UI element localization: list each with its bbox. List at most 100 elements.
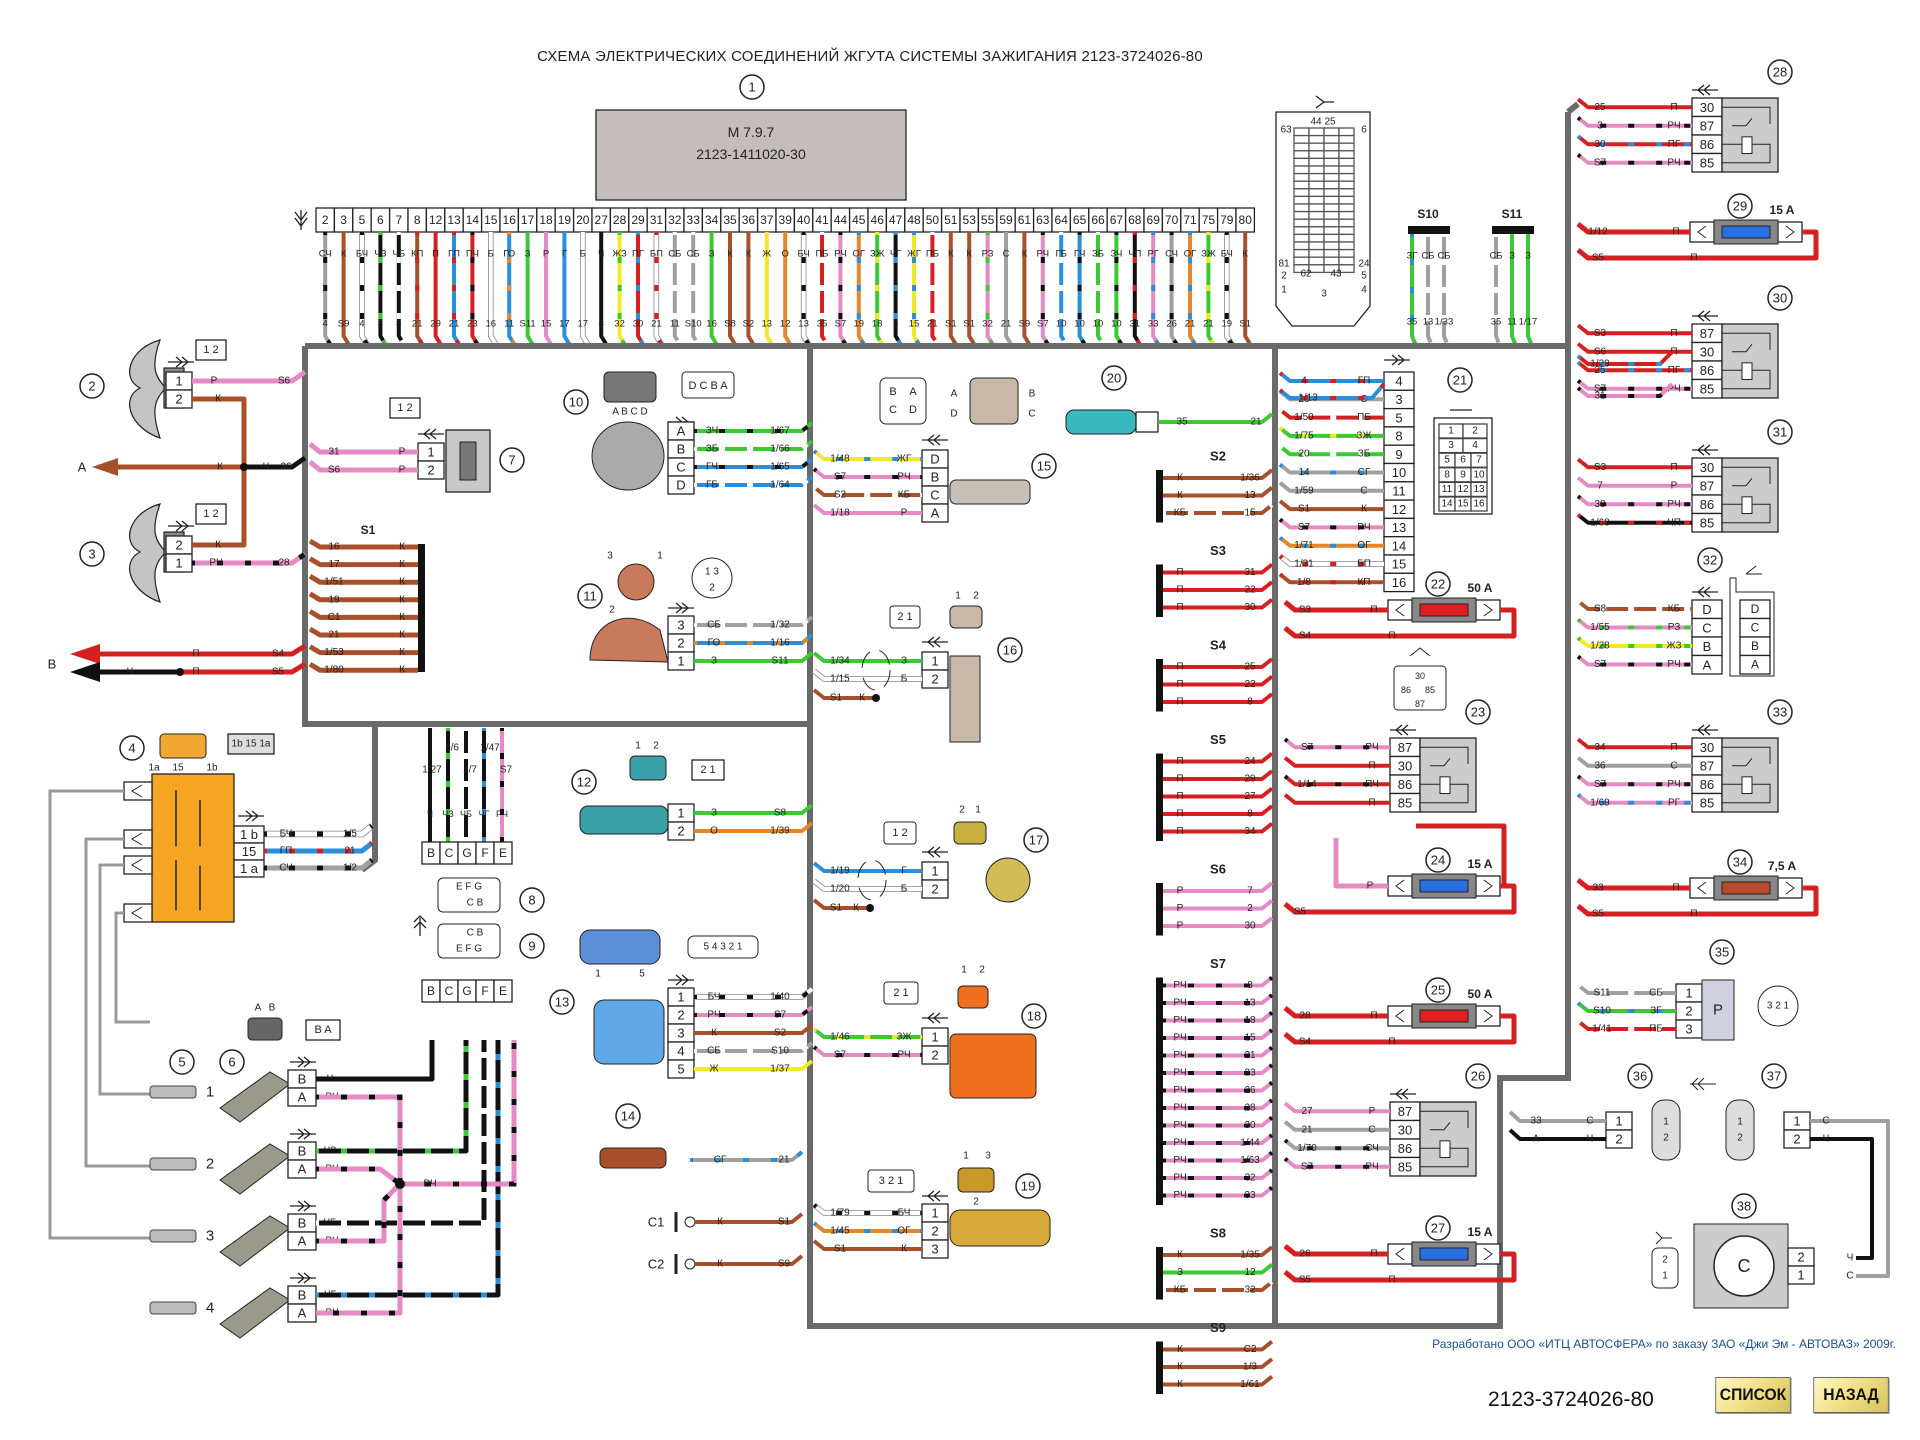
wire-stripe bbox=[1576, 134, 1692, 147]
shield-icon bbox=[857, 859, 887, 901]
ecu-pin-destination: 15 bbox=[541, 319, 552, 330]
ecu-socket-cell bbox=[1308, 248, 1325, 258]
wire-core bbox=[1283, 1138, 1390, 1151]
sensor-16-socket bbox=[889, 605, 921, 629]
wire-color: Р bbox=[1671, 480, 1678, 491]
ecu-pin-color-code: К bbox=[1022, 249, 1028, 260]
wire-stripe bbox=[1096, 232, 1106, 348]
wire-core bbox=[812, 1203, 922, 1215]
connector-36-plug-label: 2 bbox=[1663, 1133, 1669, 1144]
wire-color: РЧ bbox=[423, 1179, 436, 1190]
wire-core bbox=[1283, 737, 1390, 750]
splice-s1-wire-dest: 1/80 bbox=[324, 665, 344, 676]
wire-dest: S1 bbox=[778, 1217, 791, 1228]
wire-stripe bbox=[1169, 232, 1180, 348]
relay-33-callout: 33 bbox=[1773, 705, 1787, 720]
relay-23-socket-label: 87 bbox=[1415, 699, 1425, 709]
wire-color: ЗЖ bbox=[1356, 430, 1372, 441]
wire-color: ПЧ bbox=[1365, 779, 1379, 790]
connector-32-wire bbox=[1576, 617, 1692, 630]
wire-color: С bbox=[1586, 1116, 1593, 1127]
fuse-22-terminal bbox=[1475, 599, 1501, 621]
splice-s5-label: S5 bbox=[1210, 732, 1226, 747]
wire-color: П bbox=[1176, 809, 1183, 820]
ecu-socket-cell bbox=[1338, 127, 1355, 137]
sensor-18-pin-label: 2 bbox=[979, 965, 985, 976]
ecu-pin-number: 12 bbox=[429, 213, 443, 227]
ecu-socket-cell bbox=[1323, 248, 1340, 258]
wire-dest: 33 bbox=[1530, 1116, 1542, 1127]
connector-36-plug-label: 1 bbox=[1663, 1117, 1669, 1128]
wire-dest: 4 bbox=[1301, 376, 1307, 387]
wire-dest: S3 bbox=[1299, 605, 1312, 616]
sensor-20-callout-circle bbox=[1101, 365, 1127, 391]
block-21-socket-label: 15 bbox=[1457, 499, 1469, 510]
ecu-pin-color-code: Б bbox=[580, 249, 586, 260]
wire-color: ЧЗ bbox=[442, 809, 453, 819]
fan-2-pin-label: 2 bbox=[175, 392, 182, 407]
relay-23-socket-label: 86 bbox=[1401, 685, 1411, 695]
sensor-12-callout-circle bbox=[571, 769, 597, 795]
wire-core bbox=[746, 232, 757, 348]
sensor-15-plug-label: D bbox=[950, 409, 957, 420]
relay-28-callout-circle bbox=[1767, 59, 1793, 85]
wire-dest: S11 bbox=[771, 656, 788, 667]
sensor-10-pin-label: D bbox=[676, 478, 685, 493]
sensor-10-wire bbox=[694, 439, 814, 451]
wire-stripe bbox=[1224, 232, 1235, 348]
ecu-socket-cell bbox=[1308, 210, 1325, 220]
wire-core bbox=[1576, 1019, 1676, 1031]
wire-color: П bbox=[1176, 602, 1183, 613]
arrow-b-label: B bbox=[48, 657, 57, 672]
ecu-pin-color-code: ЖЗ bbox=[612, 249, 627, 260]
back-button[interactable]: НАЗАД bbox=[1813, 1377, 1889, 1413]
relay-31-wire bbox=[1576, 494, 1692, 507]
sensor-18-callout-circle bbox=[1021, 1003, 1047, 1029]
ecu-pin-color-code: БП bbox=[650, 249, 663, 260]
ecu-pin-wire bbox=[783, 232, 793, 348]
wire-stripe bbox=[1576, 116, 1692, 128]
wire-dest: 21 bbox=[1250, 417, 1262, 428]
sensor-7-socket bbox=[389, 397, 421, 419]
block-21-callout-circle bbox=[1447, 367, 1473, 393]
injector-mating-arrow-icon bbox=[290, 1200, 316, 1212]
splice-row-wire bbox=[1163, 881, 1274, 893]
wire-color: П bbox=[1176, 585, 1183, 596]
block-21-socket-label: 3 bbox=[1448, 440, 1454, 451]
wire-dest: 1/79 bbox=[830, 1208, 850, 1219]
wire-dest: 26 bbox=[1244, 1085, 1256, 1096]
ecu-pin-wire bbox=[507, 232, 517, 348]
fuse-27-rating: 15 A bbox=[1468, 1225, 1493, 1239]
wire-color: СБ bbox=[707, 1046, 721, 1057]
ecu-pin-color-code: БЧ bbox=[1221, 249, 1233, 260]
sensor-16-pin-label: 2 bbox=[931, 672, 938, 687]
wire-core bbox=[1278, 444, 1384, 457]
wire-core bbox=[1576, 323, 1692, 336]
sensor-10-plug-label: A B C D bbox=[612, 407, 648, 418]
wire-stripe bbox=[1576, 153, 1692, 165]
relay-30-wire bbox=[1576, 360, 1692, 373]
connector-32-callout-circle bbox=[1697, 547, 1723, 573]
ecu-socket-cell bbox=[1323, 134, 1340, 144]
ignition-coil-plug-icon bbox=[159, 733, 207, 759]
relay-33-coil-icon bbox=[1741, 776, 1753, 794]
wire-color: П bbox=[1176, 826, 1183, 837]
component-35-pin-label: 2 bbox=[1685, 1004, 1692, 1019]
list-button[interactable]: СПИСОК bbox=[1715, 1377, 1791, 1413]
injector-body-icon bbox=[219, 1287, 291, 1339]
wire-dest: S5 bbox=[1592, 253, 1605, 264]
wire-color: К bbox=[217, 462, 223, 473]
relay-31-coil-icon bbox=[1741, 496, 1753, 515]
relay-30-coil-icon bbox=[1741, 362, 1753, 381]
wire-core bbox=[1508, 1128, 1606, 1141]
wire-dest: 30 bbox=[1594, 499, 1606, 510]
junction-dot bbox=[176, 668, 184, 676]
hv-lead bbox=[48, 789, 150, 1240]
wire-color: КБ bbox=[898, 490, 911, 501]
connector-37-wire-1 bbox=[1810, 1119, 1890, 1278]
ecu-pin-wire bbox=[378, 232, 389, 348]
connector-36-wire-1 bbox=[1508, 1110, 1606, 1123]
wire-core bbox=[812, 1027, 922, 1039]
connector-32-pin-label: C bbox=[1702, 620, 1711, 635]
sensor-7-wire-1 bbox=[308, 442, 418, 455]
